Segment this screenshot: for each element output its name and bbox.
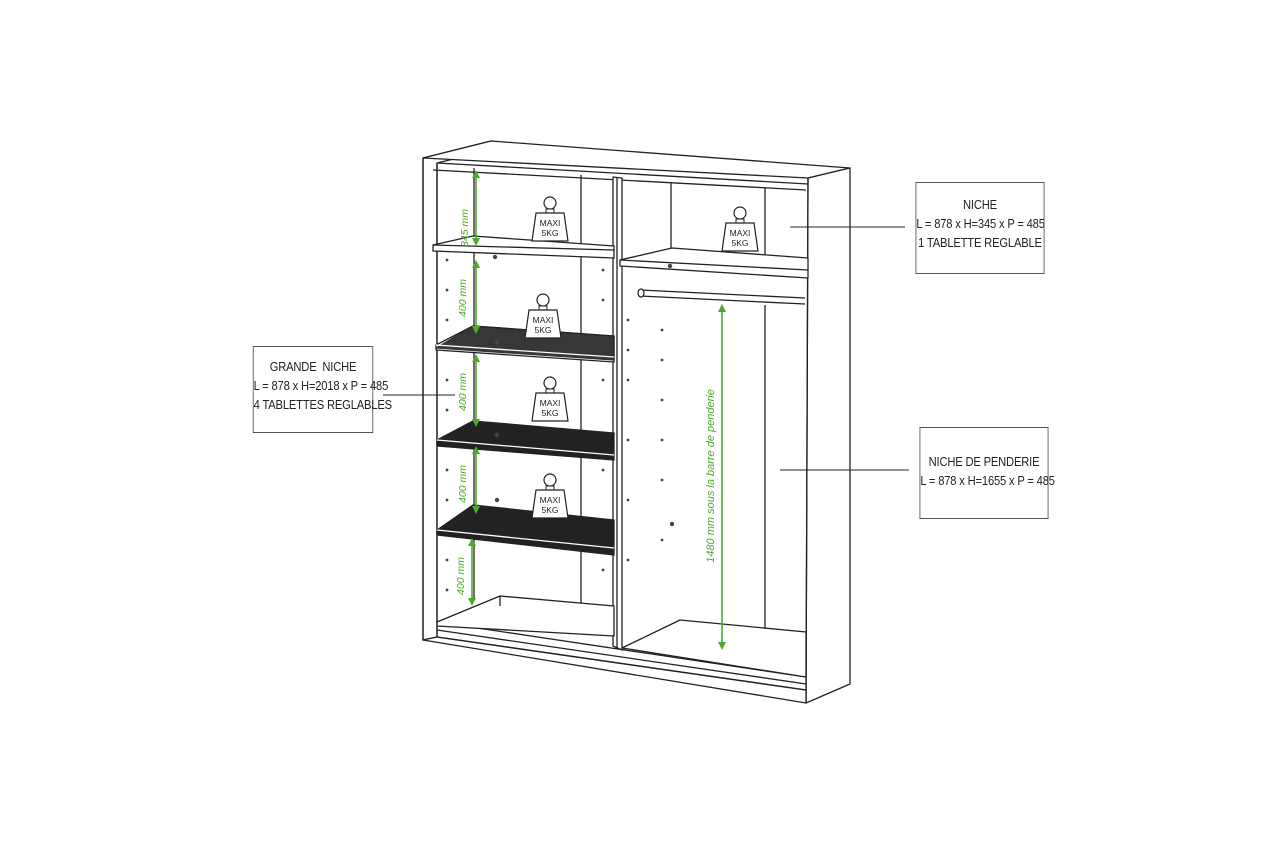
weight-badge-2-line2: 5KG [731,238,748,248]
shelf-4 [436,504,615,556]
weight-badge-3: MAXI 5KG [524,293,562,339]
weight-badge-5-line1: MAXI [540,495,561,505]
weight-badge-1: MAXI 5KG [531,196,569,242]
floor-left [436,595,615,637]
weight-badge-2: MAXI 5KG [721,206,759,252]
weight-badge-2-line1: MAXI [730,228,751,238]
hanging-rail [637,288,806,305]
callout-niche-title: NICHE [963,197,997,212]
weight-badge-4: MAXI 5KG [531,376,569,422]
callout-penderie-title: NICHE DE PENDERIE [928,454,1040,469]
shelf-3 [436,420,615,461]
dim-label-1480: 1480 mm sous la barre de penderie [705,389,717,563]
dim-arrow-345 [472,170,480,246]
callout-penderie-dims: L = 878 x H=1655 x P = 485 [920,473,1055,488]
dim-label-400-4: 400 mm [455,557,467,595]
weight-badge-1-line2: 5KG [541,228,558,238]
weight-badge-5-line2: 5KG [541,505,558,515]
dim-label-400-1: 400 mm [457,279,469,317]
weight-badge-5: MAXI 5KG [531,473,569,519]
callout-niche-dims: L = 878 x H=345 x P = 485 [916,216,1045,231]
callout-grande-dims: L = 878 x H=2018 x P = 485 [253,378,389,393]
weight-badge-3-line1: MAXI [533,315,554,325]
callout-niche-note: 1 TABLETTE REGLABLE [918,235,1042,250]
dimension-arrows [468,170,726,650]
dim-label-400-3: 400 mm [457,465,469,503]
dim-arrow-400-2 [472,354,480,427]
callout-grande-note: 4 TABLETTES REGLABLES [253,397,392,412]
dim-arrow-400-1 [472,260,480,334]
right-side-panel [805,167,851,704]
weight-badge-4-line1: MAXI [540,398,561,408]
callout-penderie: NICHE DE PENDERIE L = 878 x H=1655 x P =… [919,427,1055,519]
dim-arrow-1480 [718,304,726,650]
callout-grande-title: GRANDE NICHE [269,359,357,374]
shelf-top-right [619,247,809,279]
floor-right [621,619,807,678]
dim-label-400-2: 400 mm [457,373,469,411]
shelf-pin-holes [445,254,675,592]
callout-grande-niche: GRANDE NICHE L = 878 x H=2018 x P = 485 … [252,346,392,433]
callout-niche: NICHE L = 878 x H=345 x P = 485 1 TABLET… [915,182,1045,274]
weight-badge-1-line1: MAXI [540,218,561,228]
dim-arrow-400-3 [472,446,480,514]
weight-badge-4-line2: 5KG [541,408,558,418]
weight-badge-3-line2: 5KG [534,325,551,335]
dim-label-345: 345 mm [459,209,471,247]
dim-arrow-400-4 [468,538,476,606]
